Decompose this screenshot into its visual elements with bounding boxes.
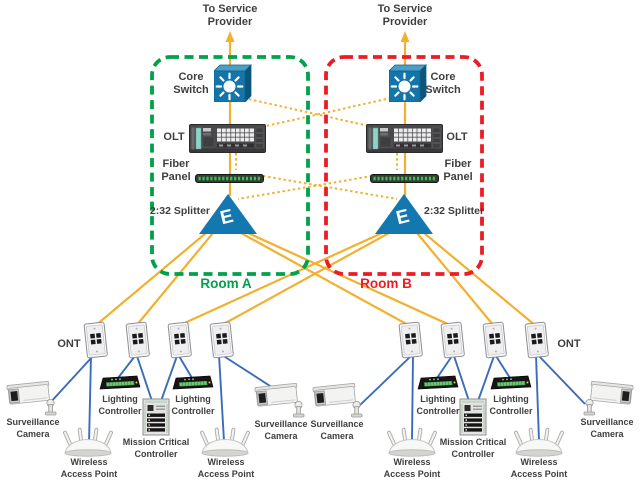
wireless-access-point-label-4: Wireless Access Point [510,457,568,479]
fiber-panel-label-a: Fiber Panel [161,158,191,184]
ont-icon-8 [524,321,550,364]
splitter-label-a: 2:32 Splitter [149,205,210,217]
fiber-panel-label-b: Fiber Panel [443,158,473,184]
core-switch-label-b: Core Switch [425,71,461,97]
wireless-access-point-label-2: Wireless Access Point [197,457,255,479]
splitter-label-b: 2:32 Splitter [424,205,485,217]
ont-icon-4 [209,321,235,364]
surveillance-camera-label-2: Surveillance Camera [254,419,308,441]
olt-label-a: OLT [163,131,185,143]
uplink-arrowheads [225,31,410,42]
ont-label-left: ONT [57,338,81,350]
olt-icon-b [366,124,443,158]
surveillance-camera-label-3: Surveillance Camera [310,419,364,441]
core-switch-icon-a [214,64,252,107]
service-provider-label-b: To Service Provider [377,3,433,29]
room-b-label: Room B [360,276,412,291]
surveillance-camera-label-4: Surveillance Camera [580,417,634,439]
fiber-panel-icon-a [195,170,264,188]
ont-icon-7 [482,321,508,364]
olt-icon-a [189,124,266,158]
room-a-label: Room A [200,276,252,291]
lighting-controller-label-4: Lighting Controller [489,394,533,416]
surveillance-camera-label-1: Surveillance Camera [6,417,60,439]
ont-icon-2 [125,321,151,364]
lighting-controller-label-3: Lighting Controller [416,394,460,416]
lighting-controller-label-1: Lighting Controller [98,394,142,416]
mission-critical-controller-label-1: Mission Critical Controller [122,437,190,459]
core-switch-label-a: Core Switch [173,71,209,97]
ont-icon-6 [440,321,466,364]
fiber-panel-icon-b [370,170,439,188]
wireless-access-point-label-3: Wireless Access Point [383,457,441,479]
service-provider-label-a: To Service Provider [202,3,258,29]
ont-icon-5 [398,321,424,364]
olt-label-b: OLT [446,131,468,143]
ont-icon-3 [167,321,193,364]
lighting-controller-label-2: Lighting Controller [171,394,215,416]
ont-label-right: ONT [557,338,581,350]
wireless-access-point-label-1: Wireless Access Point [60,457,118,479]
mission-critical-controller-label-2: Mission Critical Controller [439,437,507,459]
